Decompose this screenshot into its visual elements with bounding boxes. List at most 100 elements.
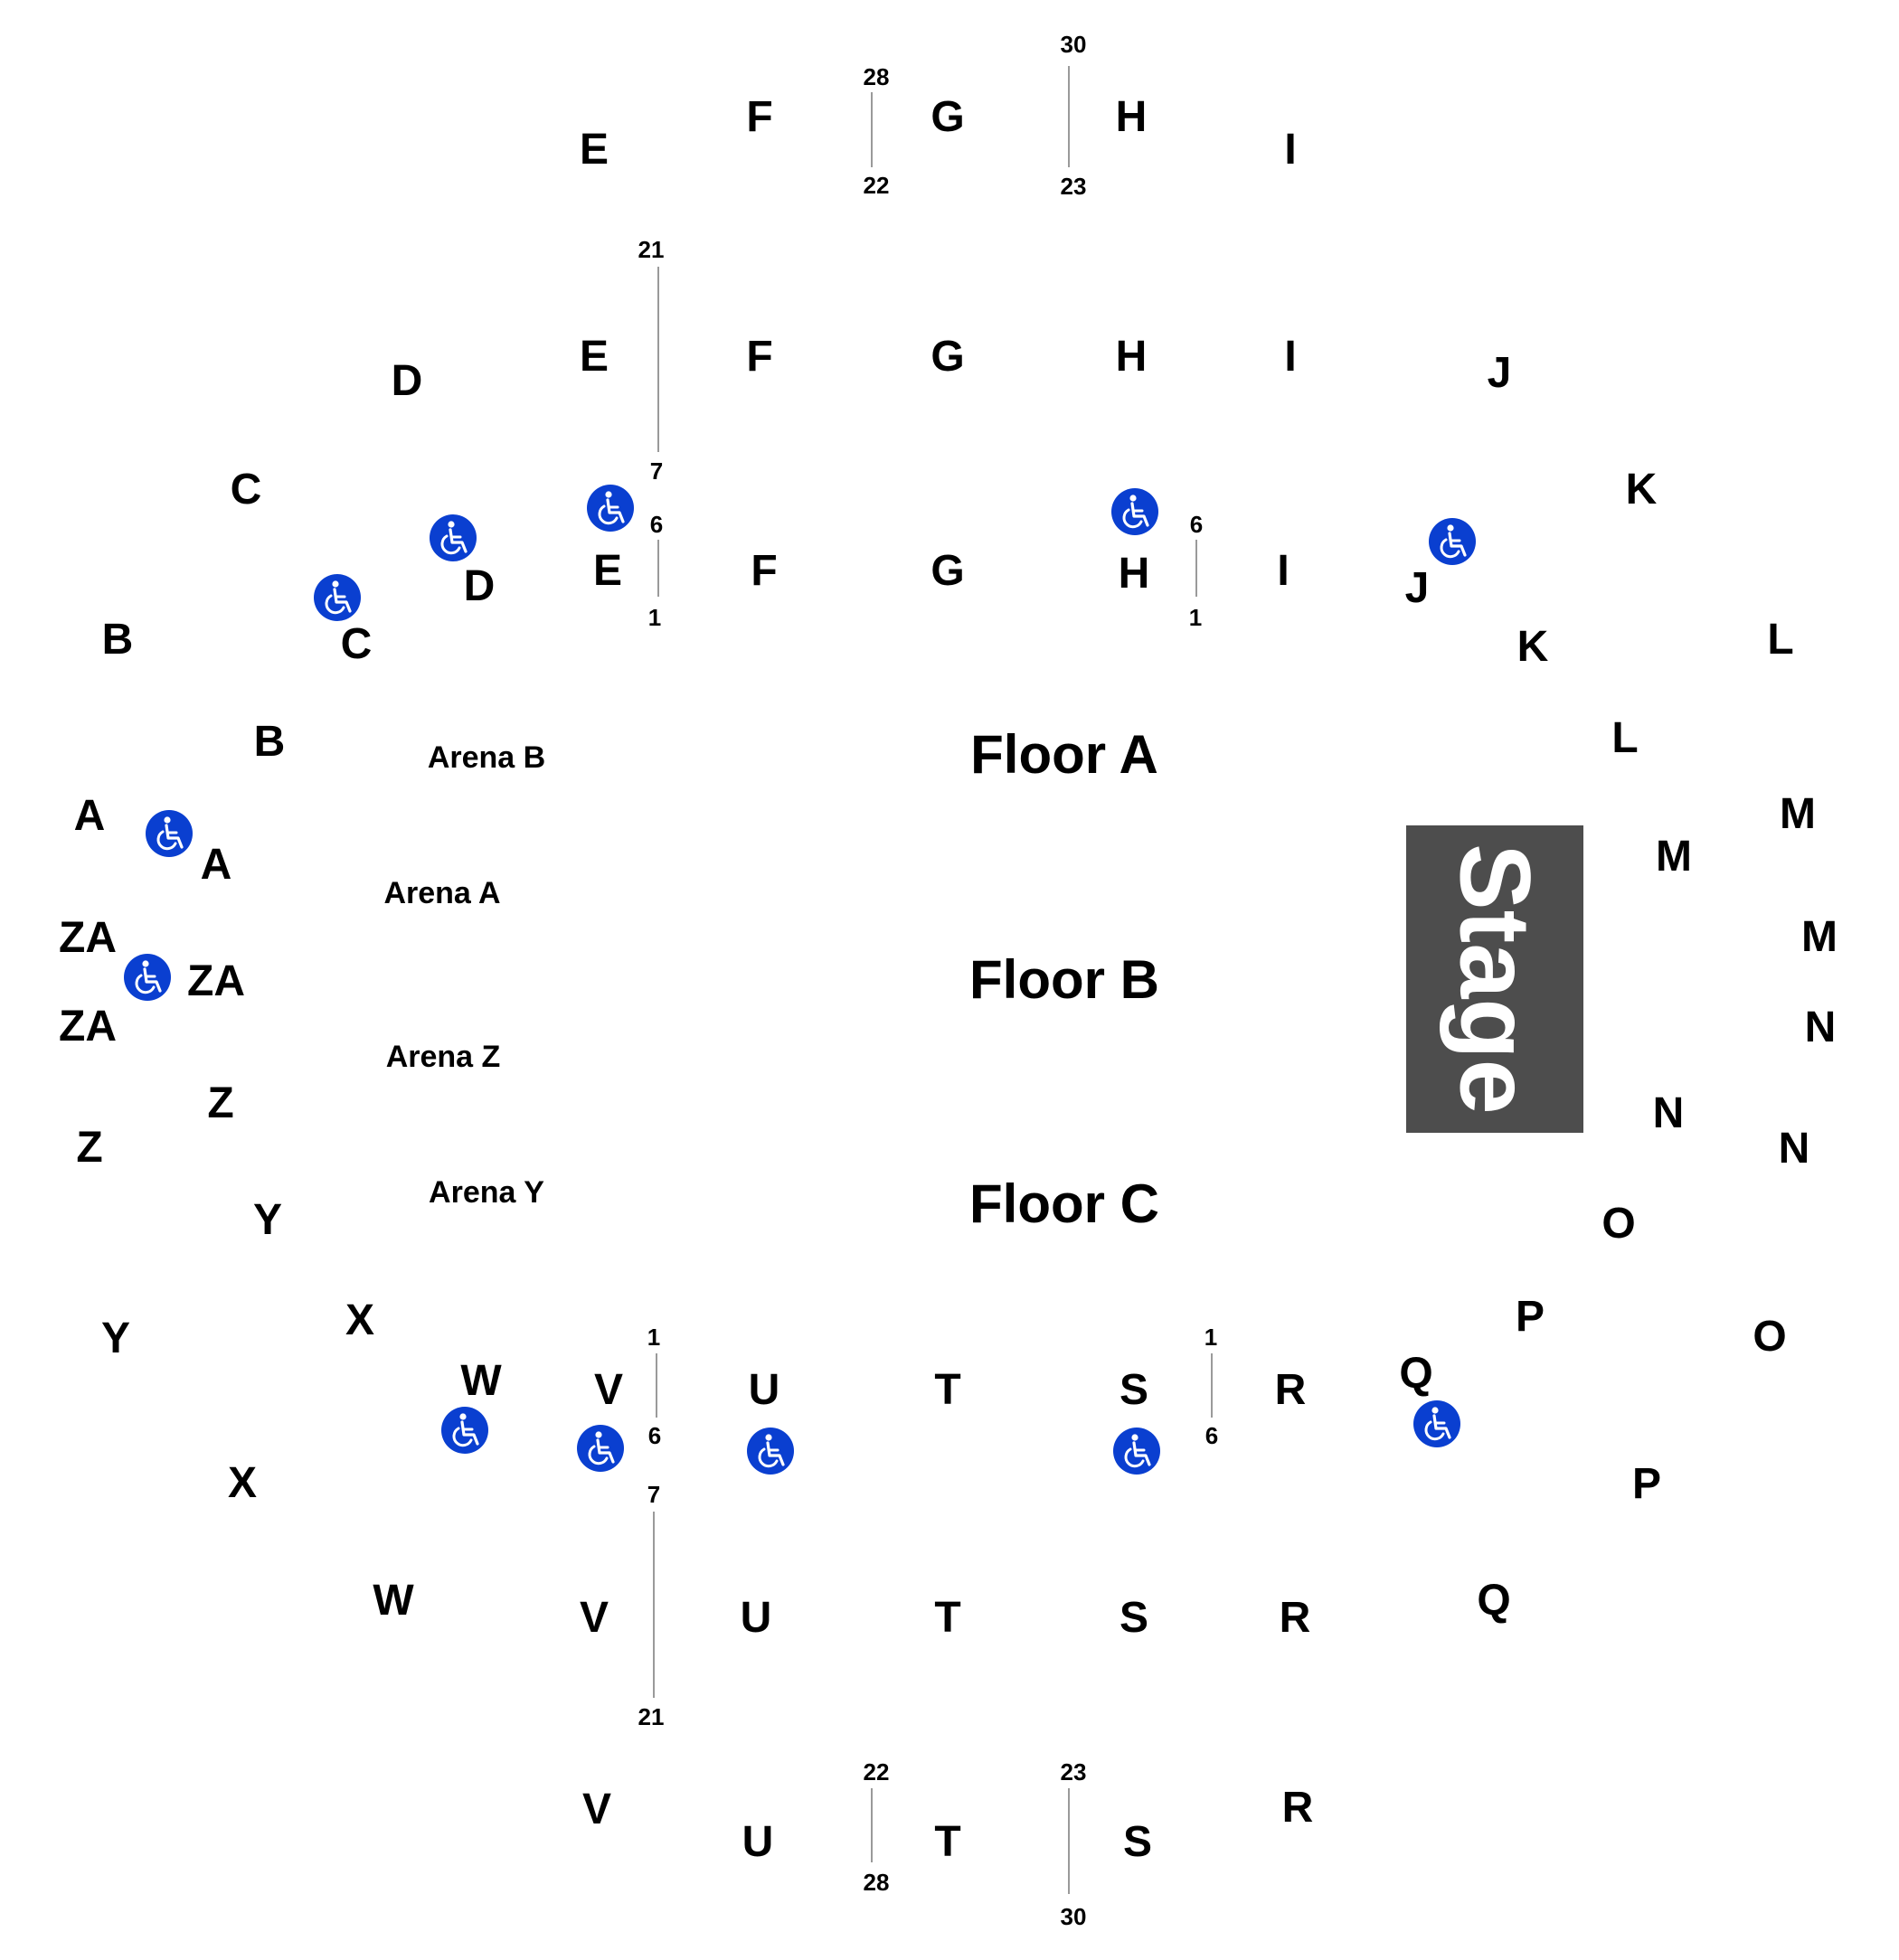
section-label[interactable]: F <box>746 333 772 381</box>
section-label[interactable]: G <box>931 547 964 595</box>
section-label[interactable]: W <box>373 1577 414 1625</box>
seat-number: 22 <box>864 172 890 199</box>
wheelchair-accessible-icon[interactable] <box>428 513 478 563</box>
section-label[interactable]: I <box>1284 126 1296 174</box>
section-label[interactable]: S <box>1120 1594 1148 1642</box>
section-label[interactable]: Q <box>1399 1350 1432 1398</box>
section-label[interactable]: W <box>460 1357 502 1405</box>
seat-number: 30 <box>1061 31 1087 58</box>
section-label[interactable]: N <box>1805 1004 1837 1051</box>
wheelchair-accessible-icon[interactable] <box>144 808 194 859</box>
section-label[interactable]: R <box>1282 1784 1314 1832</box>
section-label[interactable]: J <box>1405 564 1430 612</box>
wheelchair-accessible-icon[interactable] <box>122 952 173 1003</box>
section-label[interactable]: ZA <box>59 914 117 962</box>
section-label[interactable]: F <box>746 93 772 141</box>
section-label[interactable]: U <box>742 1818 774 1866</box>
seat-number: 1 <box>1189 604 1202 631</box>
section-label[interactable]: X <box>228 1459 257 1507</box>
section-label[interactable]: B <box>102 616 134 664</box>
floor-b-label[interactable]: Floor B <box>969 949 1159 1010</box>
section-label[interactable]: G <box>931 333 964 381</box>
section-label[interactable]: O <box>1601 1200 1635 1248</box>
section-label[interactable]: C <box>341 620 373 668</box>
section-label[interactable]: E <box>580 126 609 174</box>
section-label[interactable]: Y <box>101 1315 130 1362</box>
section-label[interactable]: ZA <box>59 1003 117 1051</box>
section-label[interactable]: I <box>1284 333 1296 381</box>
section-label[interactable]: T <box>934 1818 960 1866</box>
seat-number: 21 <box>638 236 665 263</box>
stage-label: Stage <box>1440 843 1551 1115</box>
wheelchair-accessible-icon[interactable] <box>745 1426 796 1476</box>
section-label[interactable]: S <box>1123 1818 1152 1866</box>
arena-a-label[interactable]: Arena A <box>383 876 500 910</box>
section-label[interactable]: K <box>1626 466 1658 514</box>
section-label[interactable]: S <box>1120 1366 1148 1414</box>
seat-number: 1 <box>647 1324 660 1351</box>
section-label[interactable]: T <box>934 1366 960 1414</box>
seat-number: 22 <box>864 1758 890 1786</box>
section-label[interactable]: K <box>1517 623 1549 671</box>
section-label[interactable]: U <box>741 1594 772 1642</box>
section-label[interactable]: Z <box>207 1079 233 1127</box>
arena-z-label[interactable]: Arena Z <box>386 1040 501 1074</box>
section-label[interactable]: P <box>1516 1293 1545 1341</box>
seat-number: 1 <box>1205 1324 1217 1351</box>
arena-y-label[interactable]: Arena Y <box>429 1175 544 1210</box>
section-label[interactable]: ZA <box>187 957 245 1005</box>
wheelchair-accessible-icon[interactable] <box>1412 1399 1462 1449</box>
section-label[interactable]: C <box>231 466 262 514</box>
section-label[interactable]: N <box>1653 1089 1685 1137</box>
section-label[interactable]: E <box>580 333 609 381</box>
wheelchair-accessible-icon[interactable] <box>575 1423 626 1474</box>
seat-number: 1 <box>648 604 661 631</box>
section-label[interactable]: U <box>749 1366 780 1414</box>
section-label[interactable]: M <box>1801 913 1838 961</box>
section-label[interactable]: Q <box>1477 1577 1510 1625</box>
section-label[interactable]: L <box>1611 714 1638 762</box>
section-label[interactable]: H <box>1116 333 1148 381</box>
section-label[interactable]: V <box>580 1594 609 1642</box>
wheelchair-accessible-icon[interactable] <box>1427 516 1478 567</box>
section-label[interactable]: P <box>1632 1460 1661 1508</box>
section-label[interactable]: T <box>934 1594 960 1642</box>
section-label[interactable]: L <box>1767 616 1793 664</box>
section-label[interactable]: B <box>254 718 286 766</box>
section-label[interactable]: D <box>464 562 496 610</box>
section-label[interactable]: R <box>1275 1366 1307 1414</box>
section-label[interactable]: Y <box>253 1196 282 1244</box>
section-label[interactable]: A <box>201 841 232 889</box>
section-label[interactable]: N <box>1779 1125 1810 1173</box>
section-label[interactable]: I <box>1277 547 1289 595</box>
section-label[interactable]: H <box>1119 550 1150 598</box>
wheelchair-accessible-icon[interactable] <box>1111 1426 1162 1476</box>
wheelchair-accessible-icon[interactable] <box>1110 486 1160 537</box>
wheelchair-accessible-icon[interactable] <box>585 483 636 533</box>
section-label[interactable]: M <box>1780 790 1816 838</box>
section-label[interactable]: O <box>1753 1313 1786 1361</box>
section-label[interactable]: A <box>74 792 106 840</box>
section-label[interactable]: V <box>594 1366 623 1414</box>
section-label[interactable]: V <box>582 1786 611 1833</box>
wheelchair-accessible-icon[interactable] <box>439 1405 490 1456</box>
wheelchair-accessible-icon[interactable] <box>312 572 363 623</box>
section-label[interactable]: R <box>1280 1594 1311 1642</box>
section-label[interactable]: J <box>1488 349 1512 397</box>
section-label[interactable]: D <box>392 357 423 405</box>
seat-number: 21 <box>638 1703 665 1730</box>
stage[interactable] <box>1406 825 1583 1133</box>
section-label[interactable]: Z <box>76 1124 102 1172</box>
section-label[interactable]: F <box>751 547 777 595</box>
section-label[interactable]: M <box>1656 833 1692 881</box>
section-label[interactable]: E <box>593 547 622 595</box>
floor-a-label[interactable]: Floor A <box>970 724 1158 785</box>
seat-number: 28 <box>864 63 890 90</box>
arena-b-label[interactable]: Arena B <box>428 740 545 775</box>
floor-c-label[interactable]: Floor C <box>969 1173 1159 1234</box>
section-label[interactable]: G <box>931 93 964 141</box>
section-label[interactable]: H <box>1116 93 1148 141</box>
section-label[interactable]: X <box>345 1296 374 1344</box>
seat-number: 7 <box>650 457 663 485</box>
